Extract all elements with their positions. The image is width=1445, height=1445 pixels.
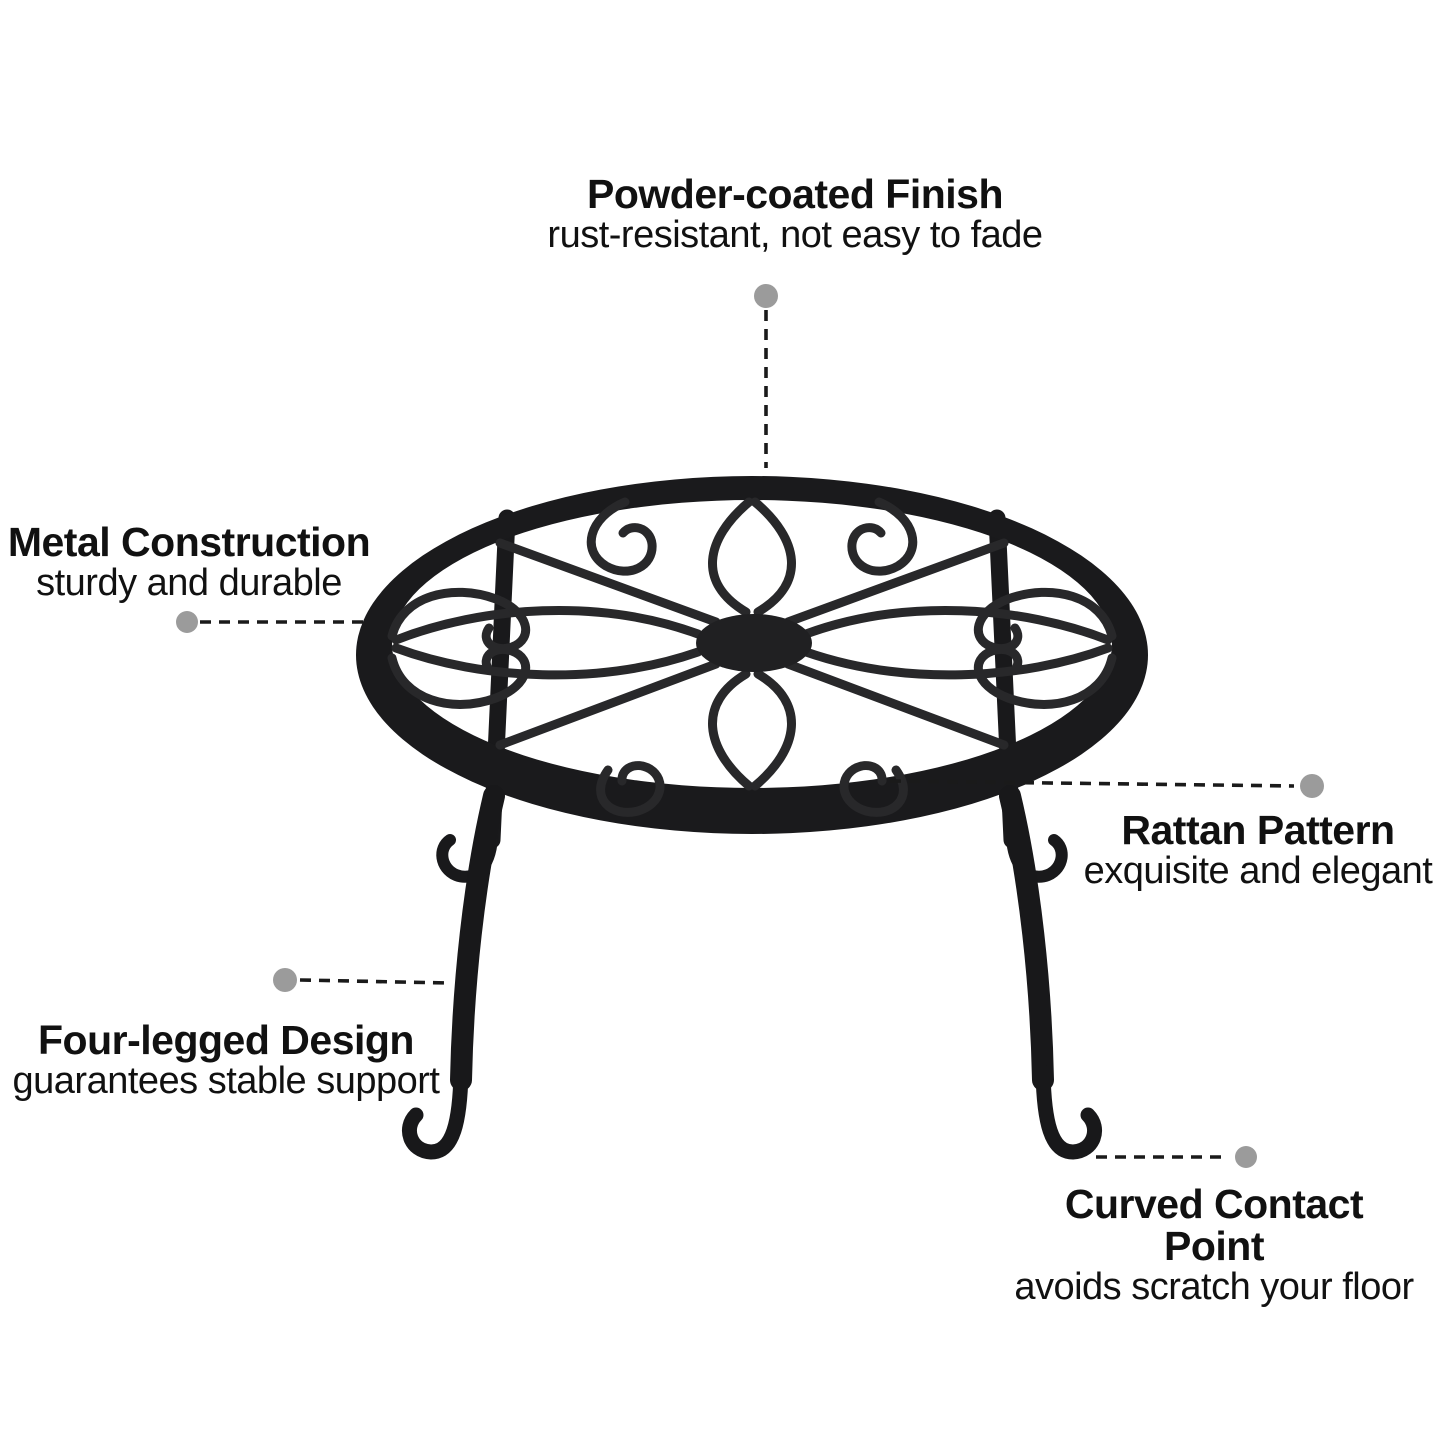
- scroll-left-lower-icon: [387, 645, 531, 709]
- callout-title: Powder-coated Finish: [587, 171, 1004, 217]
- callout-curved-contact-point: Curved Contact Point avoids scratch your…: [1014, 1181, 1414, 1308]
- callout-subtitle: guarantees stable support: [12, 1059, 440, 1102]
- scroll-bottom-right-icon: [839, 761, 908, 817]
- spoke-upleft: [495, 538, 721, 627]
- leader-dot-rattan-pattern: [1300, 774, 1324, 798]
- leader-lines: [200, 310, 1295, 1159]
- petal-east: [801, 605, 1113, 680]
- callout-rattan-pattern: Rattan Pattern exquisite and elegant: [1068, 807, 1445, 892]
- leader-dot-powder-coated: [754, 284, 778, 308]
- front-left-foot-hook-icon: [402, 1064, 469, 1160]
- callout-title: Curved Contact Point: [1064, 1181, 1364, 1269]
- scroll-top-right-icon: [847, 497, 918, 576]
- leader-dot-four-legged: [273, 968, 297, 992]
- callout-title: Metal Construction: [7, 519, 371, 565]
- leader-dot-curved-contact: [1235, 1146, 1257, 1168]
- callout-metal-construction: Metal Construction sturdy and durable: [0, 519, 378, 604]
- leader-dots: [176, 284, 1324, 1168]
- scroll-bottom-left-icon: [596, 761, 665, 817]
- leader-line-four-legged: [299, 978, 451, 985]
- leader-line-rattan-pattern: [889, 779, 1295, 788]
- petal-north: [708, 497, 796, 617]
- callout-subtitle: sturdy and durable: [36, 561, 342, 604]
- scroll-top-left-icon: [586, 497, 657, 576]
- leader-dot-metal-construction: [176, 611, 198, 633]
- callout-subtitle: exquisite and elegant: [1083, 849, 1433, 892]
- petal-south: [708, 669, 796, 791]
- callout-subtitle: avoids scratch your floor: [1014, 1265, 1414, 1308]
- front-right-leg: [999, 785, 1054, 1091]
- spoke-downleft: [495, 659, 721, 750]
- callout-title: Four-legged Design: [38, 1017, 414, 1063]
- callout-powder-coated-finish: Powder-coated Finish rust-resistant, not…: [495, 171, 1095, 256]
- front-left-leg: [450, 785, 505, 1091]
- spoke-downright: [783, 659, 1009, 750]
- front-right-foot-hook-icon: [1035, 1064, 1102, 1160]
- petal-west: [391, 605, 703, 680]
- callout-four-legged-design: Four-legged Design guarantees stable sup…: [0, 1017, 452, 1102]
- rattan-pattern: [387, 497, 1117, 817]
- center-disc: [696, 614, 812, 672]
- spoke-upright: [783, 538, 1009, 627]
- callout-title: Rattan Pattern: [1121, 807, 1395, 853]
- callout-subtitle: rust-resistant, not easy to fade: [547, 213, 1043, 256]
- front-legs: [402, 785, 1102, 1160]
- scroll-right-lower-icon: [973, 645, 1117, 709]
